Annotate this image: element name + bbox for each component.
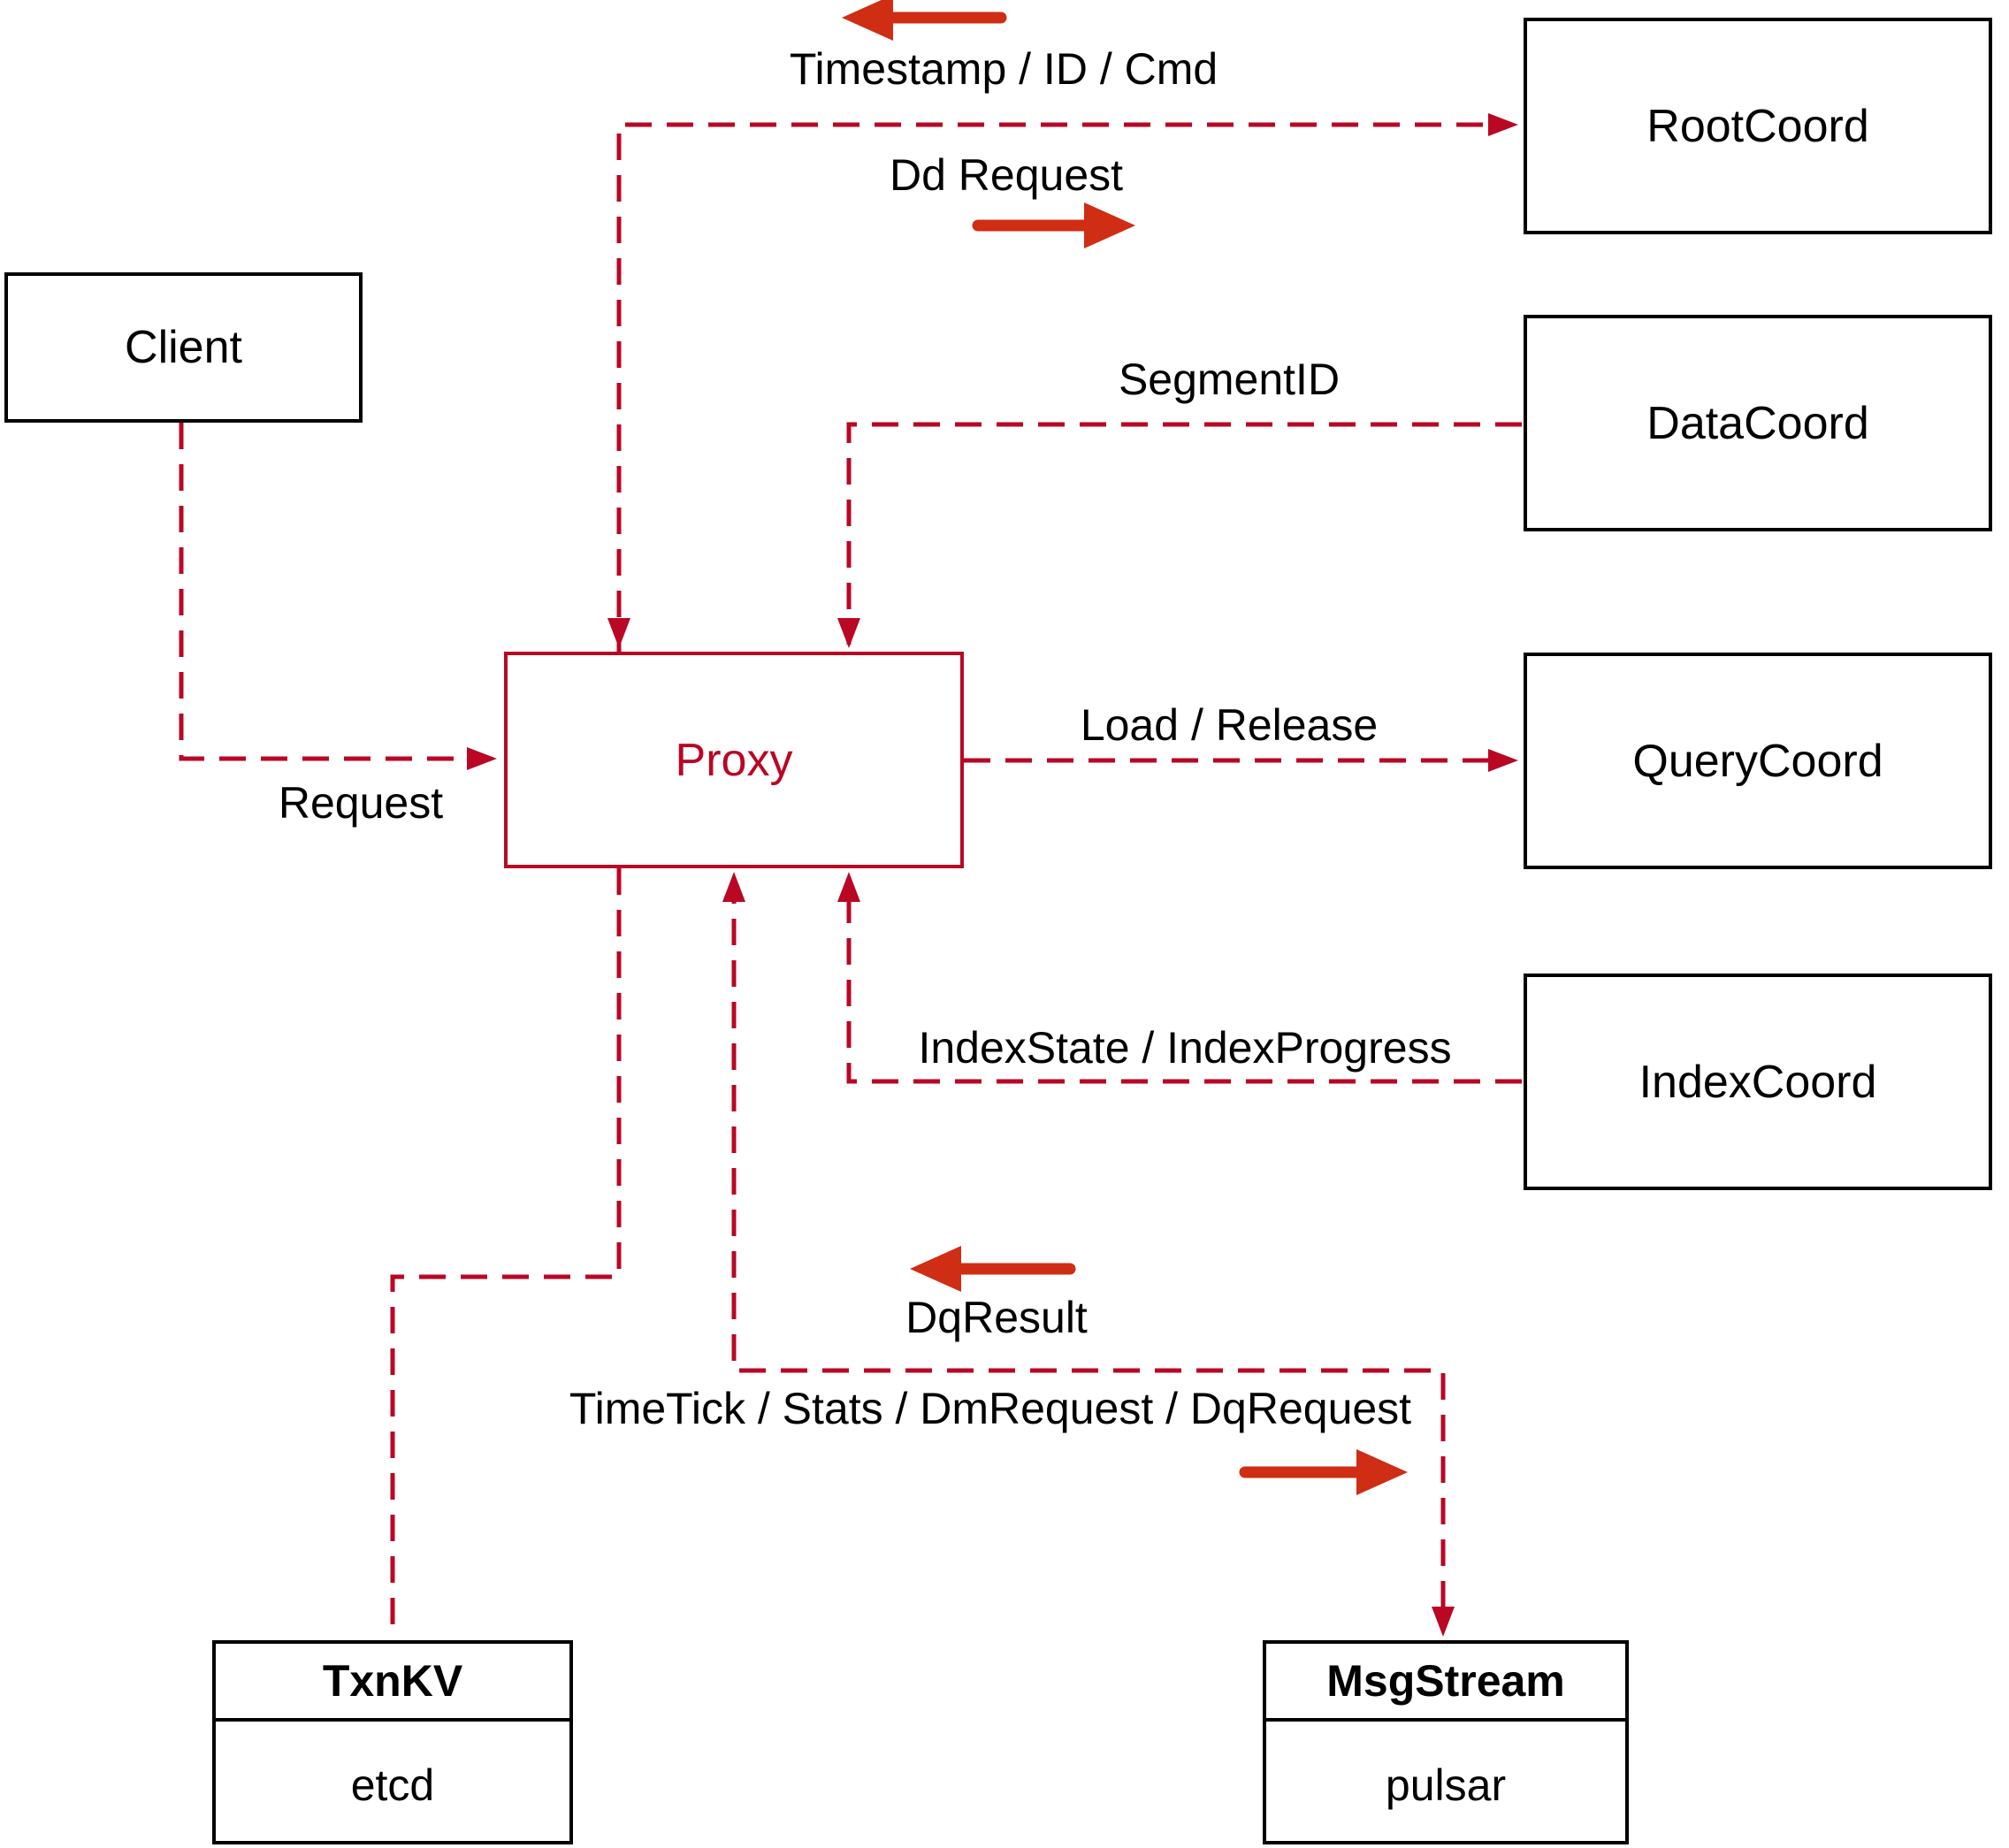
- table-header-txnkv: TxnKV: [216, 1644, 569, 1722]
- edge-label-timestamp-id-cmd: Timestamp / ID / Cmd: [789, 44, 1218, 94]
- table-msgstream: MsgStream pulsar: [1263, 1640, 1629, 1844]
- node-label-indexcoord: IndexCoord: [1639, 1056, 1877, 1108]
- arrowhead-into-proxy-top-left: [607, 618, 630, 648]
- edge-proxy-rootcoord: [616, 122, 1506, 659]
- solid-arrow-timetick-flow-right: [1239, 1449, 1408, 1495]
- node-label-rootcoord: RootCoord: [1646, 100, 1869, 152]
- edge-label-timetick: TimeTick / Stats / DmRequest / DqRequest: [569, 1384, 1412, 1433]
- arrowhead-into-msgstream: [1432, 1607, 1455, 1637]
- edge-proxy-txnkv: [390, 868, 622, 1638]
- edge-label-dq-result: DqResult: [905, 1293, 1088, 1342]
- table-header-msgstream: MsgStream: [1266, 1644, 1625, 1722]
- edge-label-dd-request: Dd Request: [889, 150, 1124, 200]
- edge-indexcoord-to-proxy: [846, 877, 1522, 1084]
- node-client: Client: [4, 272, 363, 423]
- node-label-client: Client: [125, 322, 242, 373]
- solid-arrow-timestamp-flow-left: [842, 0, 1007, 41]
- node-rootcoord: RootCoord: [1524, 18, 1992, 234]
- table-cell-txnkv: etcd: [350, 1760, 435, 1810]
- solid-arrow-ddrequest-flow-right: [972, 202, 1135, 248]
- arrowhead-into-querycoord: [1488, 749, 1518, 772]
- node-proxy: Proxy: [504, 652, 964, 868]
- node-datacoord: DataCoord: [1524, 315, 1992, 531]
- edge-client-to-proxy: [179, 423, 485, 761]
- arrowhead-into-proxy-bottom-mid: [722, 872, 745, 902]
- edge-label-indexstate: IndexState / IndexProgress: [918, 1023, 1452, 1073]
- node-label-querycoord: QueryCoord: [1632, 735, 1883, 787]
- arrowhead-into-proxy-left: [467, 747, 497, 770]
- node-querycoord: QueryCoord: [1524, 653, 1992, 869]
- solid-arrow-dqresult-flow-left: [910, 1246, 1076, 1292]
- arrowhead-into-rootcoord: [1488, 113, 1518, 136]
- arrowhead-into-proxy-bottom-right: [837, 872, 860, 902]
- edge-label-request: Request: [278, 778, 444, 828]
- table-txnkv: TxnKV etcd: [212, 1640, 573, 1844]
- arrowhead-into-proxy-top-right: [837, 618, 860, 648]
- table-cell-msgstream: pulsar: [1385, 1760, 1507, 1810]
- node-label-proxy: Proxy: [675, 734, 793, 786]
- edge-label-segment-id: SegmentID: [1118, 355, 1341, 404]
- edge-label-load-release: Load / Release: [1080, 700, 1379, 750]
- node-label-datacoord: DataCoord: [1646, 397, 1869, 449]
- edge-datacoord-to-proxy: [846, 422, 1522, 645]
- edge-proxy-msgstream: [731, 877, 1446, 1624]
- node-indexcoord: IndexCoord: [1524, 974, 1992, 1190]
